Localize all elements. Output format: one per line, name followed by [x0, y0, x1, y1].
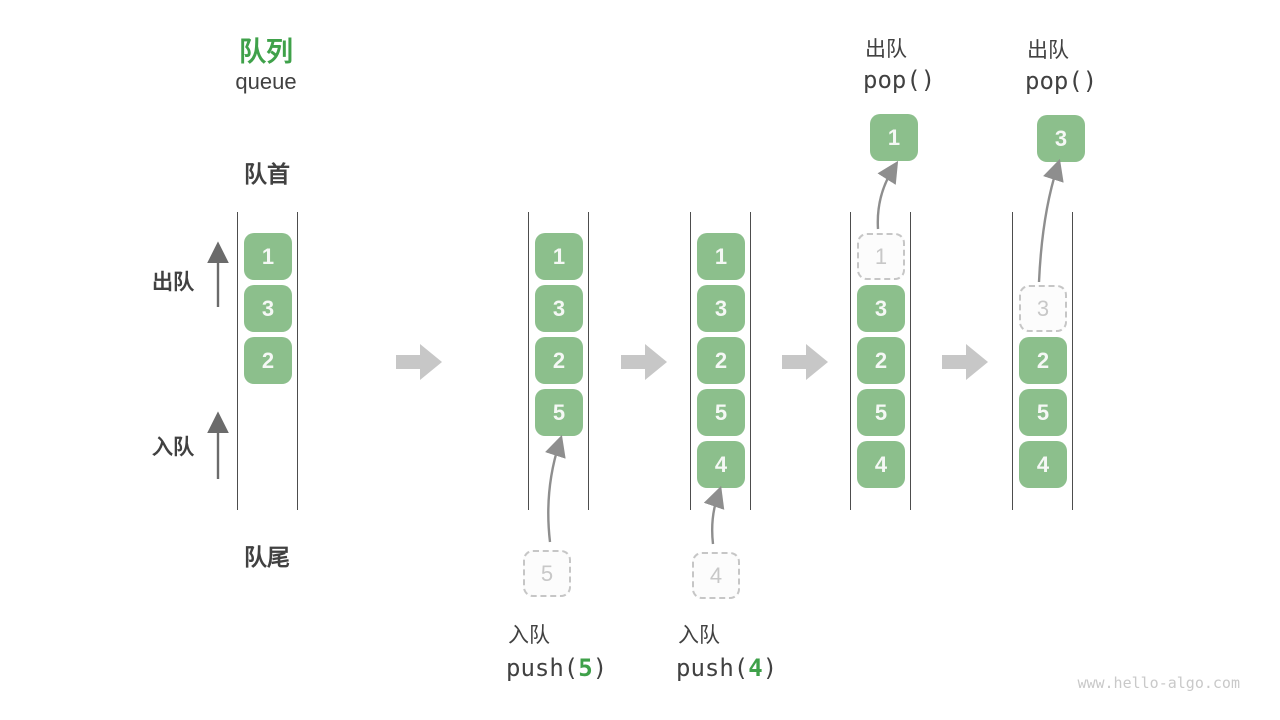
code-close: ) [592, 654, 608, 682]
queue-item: 2 [1019, 337, 1067, 384]
queue-channel-1 [237, 212, 298, 510]
pop-arrow-icon [1037, 158, 1064, 283]
popped-item: 3 [1037, 115, 1085, 162]
push-arrow-icon [545, 434, 566, 543]
dequeue-direction-label: 出队 [152, 271, 194, 294]
action-code: push(4) [676, 654, 777, 682]
queue-item: 4 [697, 441, 745, 488]
queue-item: 4 [857, 441, 905, 488]
queue-item: 2 [244, 337, 292, 384]
queue-item: 3 [857, 285, 905, 332]
action-label: 入队 [678, 624, 720, 647]
incoming-item: 5 [523, 550, 571, 597]
queue-item: 5 [857, 389, 905, 436]
action-label: 入队 [508, 624, 550, 647]
queue-item: 2 [857, 337, 905, 384]
ghost-item: 3 [1019, 285, 1067, 332]
diagram-title-cn: 队列 [239, 37, 293, 67]
action-code: push(5) [506, 654, 607, 682]
code-close: ) [762, 654, 778, 682]
queue-item: 2 [697, 337, 745, 384]
queue-item: 3 [697, 285, 745, 332]
diagram-title-en: queue [235, 69, 297, 94]
popped-item: 1 [870, 114, 918, 161]
queue-channel-4 [850, 212, 911, 510]
queue-item: 3 [244, 285, 292, 332]
push-arrow-icon [703, 485, 725, 545]
code-arg: 5 [578, 654, 593, 682]
queue-channel-5 [1012, 212, 1073, 510]
pop-arrow-icon [876, 160, 899, 230]
ghost-item: 1 [857, 233, 905, 280]
stage-transition-arrow-icon [942, 344, 988, 380]
queue-channel-2 [528, 212, 589, 510]
queue-item: 1 [697, 233, 745, 280]
code-arg: 4 [748, 654, 763, 682]
code-open: push( [506, 654, 579, 682]
queue-item: 1 [244, 233, 292, 280]
queue-item: 1 [535, 233, 583, 280]
queue-item: 4 [1019, 441, 1067, 488]
queue-item: 2 [535, 337, 583, 384]
enqueue-direction-label: 入队 [152, 436, 194, 459]
dequeue-up-arrow-icon [207, 241, 229, 307]
action-label: 出队 [1027, 39, 1069, 62]
queue-item: 5 [535, 389, 583, 436]
action-code: pop() [1025, 67, 1098, 95]
queue-front-label: 队首 [244, 161, 290, 187]
queue-rear-label: 队尾 [244, 544, 290, 570]
stage-transition-arrow-icon [782, 344, 828, 380]
stage-transition-arrow-icon [621, 344, 667, 380]
queue-item: 3 [535, 285, 583, 332]
action-label: 出队 [865, 38, 907, 61]
queue-channel-3 [690, 212, 751, 510]
stage-transition-arrow-icon [396, 344, 442, 380]
watermark: www.hello-algo.com [1077, 674, 1240, 692]
code-open: push( [676, 654, 749, 682]
queue-item: 5 [1019, 389, 1067, 436]
action-code: pop() [863, 66, 936, 94]
enqueue-up-arrow-icon [207, 411, 229, 479]
incoming-item: 4 [692, 552, 740, 599]
queue-item: 5 [697, 389, 745, 436]
